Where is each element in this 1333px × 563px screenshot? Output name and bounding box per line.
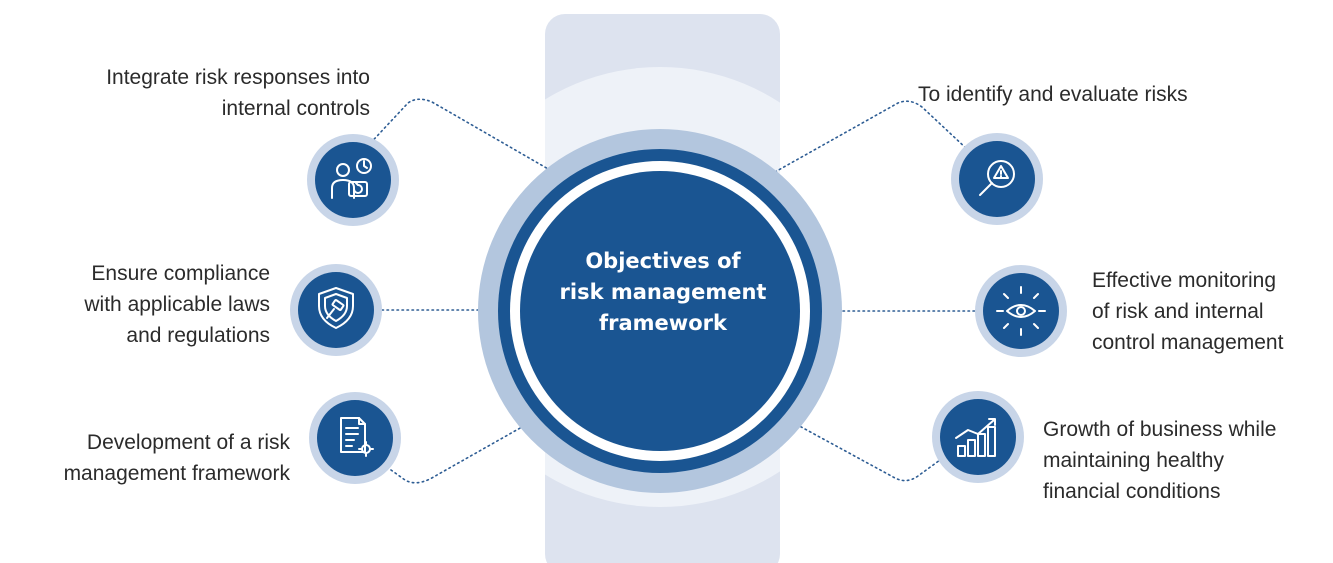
person-clock-icon [307,134,399,226]
objective-line: financial conditions [1043,480,1221,503]
objective-compliance-label: Ensure compliance with applicable laws a… [84,258,270,351]
objective-line: and regulations [126,324,270,347]
objective-development-label: Development of a risk management framewo… [64,427,290,489]
objective-line: control management [1092,331,1284,354]
objective-line: internal controls [221,97,370,120]
document-gear-icon [309,392,401,484]
objective-line: maintaining healthy [1043,449,1224,472]
objective-line: To identify and evaluate risks [918,83,1188,106]
objective-line: Integrate risk responses into [106,66,370,89]
objective-line: with applicable laws [84,293,270,316]
center-title: Objectives of risk management framework [543,246,783,339]
connector-growth [769,409,941,482]
objective-line: Effective monitoring [1092,269,1277,292]
objective-line: Development of a risk [86,431,290,454]
objective-identify-label: To identify and evaluate risks [918,79,1188,110]
connector-identify [774,100,969,173]
connector-integrate [363,98,551,171]
objective-line: Ensure compliance [91,262,270,285]
magnifier-warning-icon [951,133,1043,225]
eye-radiating-icon [975,265,1067,357]
center-core [520,171,800,451]
objective-integrate-label: Integrate risk responses into internal c… [106,62,370,124]
center-title-line: Objectives of [585,249,741,273]
shield-gavel-icon [290,264,382,356]
connector-development [390,409,553,484]
center-title-line: risk management [559,280,767,304]
center-title-line: framework [599,311,727,335]
growth-chart-icon [932,391,1024,483]
objective-line: of risk and internal [1092,300,1264,323]
objective-line: Growth of business while [1043,418,1277,441]
objective-line: management framework [63,462,290,485]
objective-growth-label: Growth of business while maintaining hea… [1043,414,1276,507]
objective-monitoring-label: Effective monitoring of risk and interna… [1092,265,1283,358]
